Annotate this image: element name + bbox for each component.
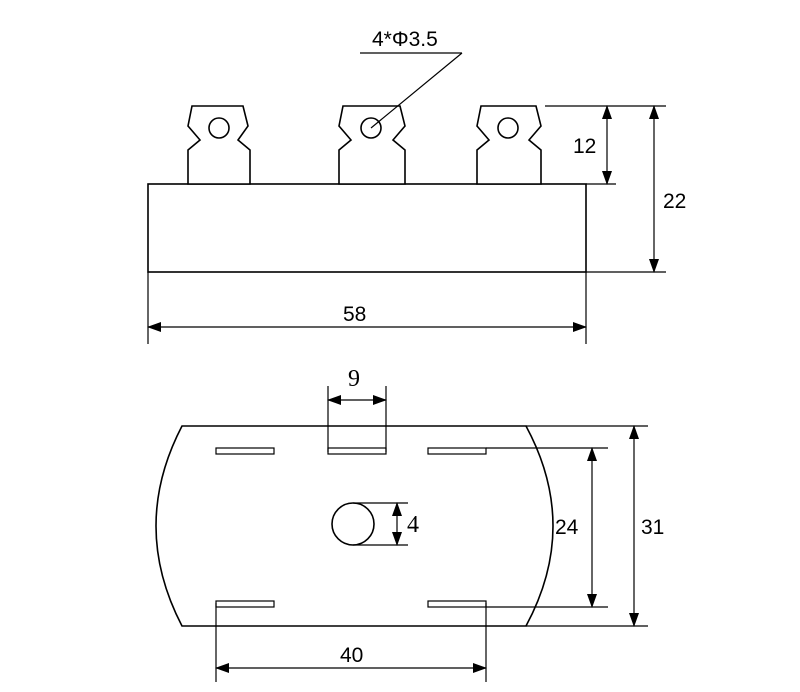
slot-bottom-right	[427, 600, 487, 608]
terminal-height-dimension: 12	[545, 105, 616, 185]
terminal-right	[476, 105, 542, 185]
center-hole	[331, 502, 375, 546]
slot-bottom-left	[215, 600, 275, 608]
side-view: 4*Φ3.5 12 22 58	[147, 28, 686, 344]
total-height-label: 22	[663, 190, 686, 213]
body-length-dimension: 58	[147, 272, 587, 344]
pin-pitch-label: 40	[340, 644, 363, 667]
hole-callout: 4*Φ3.5	[360, 28, 463, 129]
center-hole-dimension: 4	[353, 502, 419, 546]
terminal-middle	[338, 105, 406, 185]
side-body	[147, 183, 587, 273]
terminal-left	[187, 105, 251, 185]
terminal-width-dimension: 9	[327, 366, 387, 452]
pin-pitch-dimension: 40	[215, 603, 487, 682]
top-body	[155, 425, 554, 627]
total-height-dimension: 22	[616, 105, 686, 273]
slot-top-right	[427, 447, 487, 455]
slot-top-middle	[327, 447, 387, 455]
top-view: 9 4 24 31 40	[155, 366, 664, 682]
body-width-dimension: 31	[526, 425, 664, 627]
center-hole-label: 4	[407, 512, 419, 538]
mounting-hole	[360, 117, 382, 139]
terminal-height-label: 12	[573, 135, 596, 158]
hole-callout-label: 4*Φ3.5	[372, 28, 438, 51]
body-width-label: 31	[641, 516, 664, 539]
body-length-label: 58	[343, 303, 366, 326]
terminal-span-label: 24	[555, 516, 579, 539]
terminal-span-dimension: 24	[486, 447, 608, 608]
slot-top-left	[215, 447, 275, 455]
terminal-width-label: 9	[348, 366, 360, 392]
